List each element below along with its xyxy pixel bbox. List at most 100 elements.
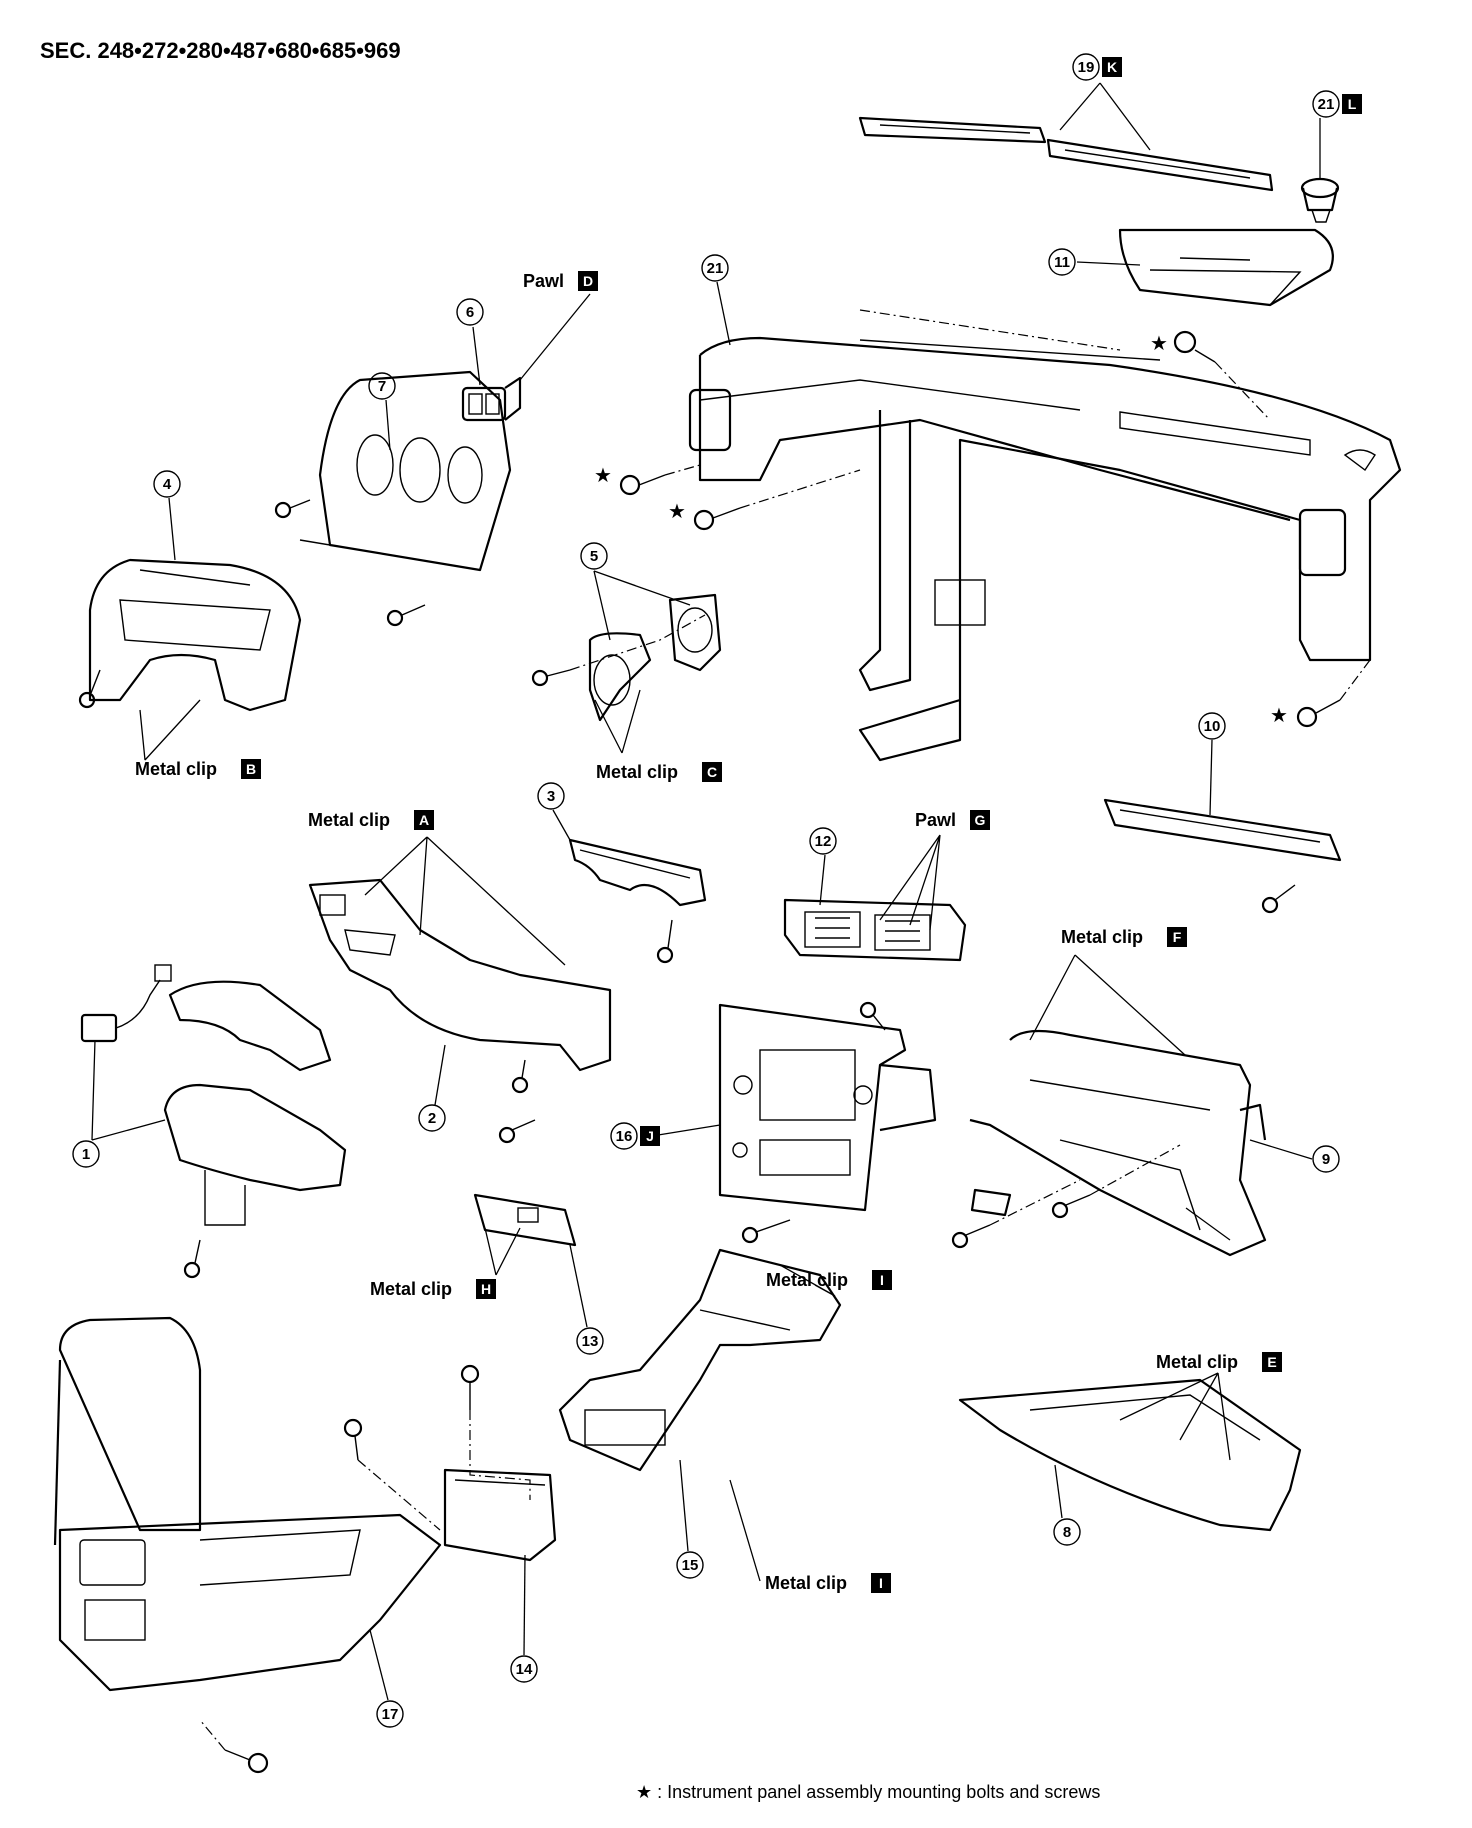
label-metal-clip-e: Metal clip E xyxy=(1156,1352,1282,1372)
star-icon: ★ xyxy=(1150,331,1168,355)
callout-3: 3 xyxy=(537,782,565,810)
part-17-rear-console xyxy=(53,1316,442,1692)
part-21-instrument-panel xyxy=(688,336,1402,762)
callout-number: 2 xyxy=(428,1110,436,1127)
callout-number: 15 xyxy=(682,1557,699,1574)
callout-12: 12 xyxy=(809,827,837,855)
label-metal-clip-i-top: Metal clip I xyxy=(766,1270,892,1290)
fastener-letter: D xyxy=(583,273,593,289)
fastener-letter: B xyxy=(246,761,256,777)
star-icon: ★ xyxy=(668,499,686,523)
callout-number: 12 xyxy=(815,833,832,850)
footnote-text: : Instrument panel assembly mounting bol… xyxy=(657,1782,1101,1802)
label-metal-clip-c: Metal clip C xyxy=(596,762,722,782)
star-icon: ★ xyxy=(636,1782,653,1802)
callout-15: 15 xyxy=(676,1551,704,1579)
callout-number: 5 xyxy=(590,548,598,565)
callout-number: 7 xyxy=(378,378,386,395)
callout-number: 13 xyxy=(582,1333,599,1350)
part-9-glove-box xyxy=(969,1029,1267,1257)
part-3-steering-lower-cover xyxy=(568,838,707,907)
part-1-steering-column-covers xyxy=(80,964,347,1226)
alignment-lines xyxy=(199,309,1371,1751)
footnote: ★ : Instrument panel assembly mounting b… xyxy=(636,1782,1100,1803)
part-7-combination-meter xyxy=(299,370,512,572)
label-pawl-g: Pawl G xyxy=(915,810,990,830)
part-6-switch xyxy=(461,376,522,422)
fastener-label-text: Metal clip xyxy=(135,759,217,779)
fastener-label-text: Pawl xyxy=(523,271,564,291)
callout-9: 9 xyxy=(1312,1145,1340,1173)
part-12-center-ventilator xyxy=(783,898,967,962)
callout-4: 4 xyxy=(153,470,181,498)
callout-letter: K xyxy=(1107,59,1117,75)
callout-letter: J xyxy=(646,1128,654,1144)
callout-number: 3 xyxy=(547,788,555,805)
callout-5: 5 xyxy=(580,542,608,570)
callout-number: 16 xyxy=(616,1128,633,1145)
callout-number: 17 xyxy=(382,1706,399,1723)
star-marks: ★ ★ ★ ★ xyxy=(594,331,1288,727)
callout-letter: L xyxy=(1348,96,1357,112)
fastener-letter: E xyxy=(1267,1354,1276,1370)
fastener-letter: G xyxy=(975,812,986,828)
label-metal-clip-i-bottom: Metal clip I xyxy=(765,1573,891,1593)
fastener-label-text: Metal clip xyxy=(765,1573,847,1593)
callout-7: 7 xyxy=(368,372,396,400)
fastener-label-text: Metal clip xyxy=(596,762,678,782)
callout-number: 6 xyxy=(466,304,474,321)
fastener-letter: A xyxy=(419,812,429,828)
fastener-letter: C xyxy=(707,764,717,780)
part-18-defroster-grilles xyxy=(858,116,1274,192)
part-15-console-front xyxy=(558,1248,842,1472)
fastener-letter: F xyxy=(1173,929,1182,945)
callout-10: 10 xyxy=(1198,712,1226,740)
part-8-lower-cover xyxy=(958,1378,1302,1532)
fastener-label-text: Metal clip xyxy=(766,1270,848,1290)
leader-lines xyxy=(91,82,1321,1701)
callout-1: 1 xyxy=(72,1140,100,1168)
label-pawl-d: Pawl D xyxy=(523,271,598,291)
callout-6: 6 xyxy=(456,298,484,326)
star-icon: ★ xyxy=(594,463,612,487)
part-2-instrument-lower-panel xyxy=(308,878,612,1072)
callout-number: 8 xyxy=(1063,1524,1071,1541)
callout-number: 4 xyxy=(163,476,172,493)
callout-14: 14 xyxy=(510,1655,538,1683)
part-16-audio-unit xyxy=(718,1003,937,1212)
screws xyxy=(78,330,1341,1774)
part-5-brackets xyxy=(588,593,722,722)
callout-number: 14 xyxy=(516,1661,533,1678)
star-icon: ★ xyxy=(1270,703,1288,727)
callout-number: 21 xyxy=(707,260,724,277)
fastener-label-text: Pawl xyxy=(915,810,956,830)
label-metal-clip-a: Metal clip A xyxy=(308,810,434,830)
callout-number: 19 xyxy=(1078,59,1095,76)
fastener-letter: I xyxy=(879,1575,883,1591)
section-heading: SEC. 248•272•280•487•680•685•969 xyxy=(40,38,401,63)
part-13-finisher xyxy=(473,1193,577,1247)
part-19-clip xyxy=(1300,177,1340,223)
label-metal-clip-b: Metal clip B xyxy=(135,759,261,779)
fastener-label-text: Metal clip xyxy=(370,1279,452,1299)
callout-number: 21 xyxy=(1318,96,1335,113)
callout-19: 21 L xyxy=(1312,90,1362,118)
label-metal-clip-f: Metal clip F xyxy=(1061,927,1187,947)
callout-16: 16 J xyxy=(610,1122,660,1150)
callout-number: 1 xyxy=(82,1146,90,1163)
callout-8: 8 xyxy=(1053,1518,1081,1546)
callout-13: 13 xyxy=(576,1327,604,1355)
label-metal-clip-h: Metal clip H xyxy=(370,1279,496,1299)
fastener-letter: H xyxy=(481,1281,491,1297)
part-11-airbag-module xyxy=(1118,228,1334,307)
part-14-bracket xyxy=(443,1468,557,1562)
fastener-label-text: Metal clip xyxy=(1061,927,1143,947)
callout-2: 2 xyxy=(418,1104,446,1132)
part-4-cluster-lid xyxy=(88,558,302,712)
fastener-label-text: Metal clip xyxy=(1156,1352,1238,1372)
callout-number: 10 xyxy=(1204,718,1221,735)
fastener-label-text: Metal clip xyxy=(308,810,390,830)
part-10-lower-panel xyxy=(1103,798,1342,862)
callout-number: 9 xyxy=(1322,1151,1330,1168)
